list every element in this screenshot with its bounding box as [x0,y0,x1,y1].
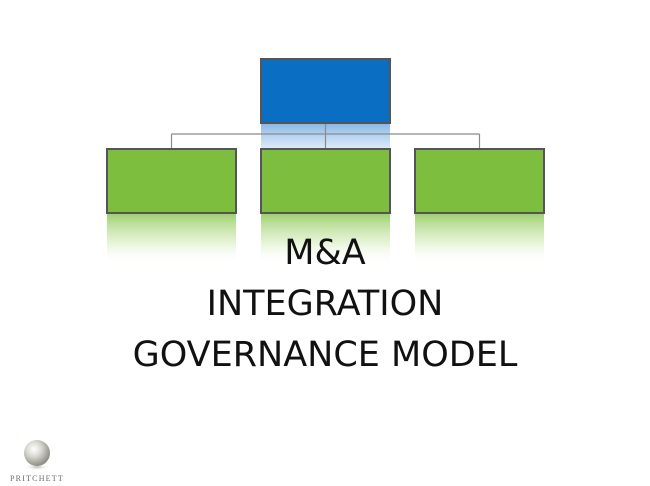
title-line-2: INTEGRATION [206,284,444,324]
title-line-3: GOVERNANCE MODEL [132,335,518,375]
connector-lines [170,123,481,149]
child-box-3 [414,148,545,214]
top-box [260,58,391,124]
child-box-2 [260,148,391,214]
child-box-reflection-3 [415,213,544,265]
child-box-reflection-2 [261,213,390,265]
logo-wordmark: PRITCHETT [10,474,64,483]
pearl-sphere-icon [24,440,50,471]
child-box-reflection-1 [107,213,236,265]
pritchett-logo: PRITCHETT [4,434,70,484]
title-line-1: M&A [284,233,366,273]
child-box-1 [106,148,237,214]
